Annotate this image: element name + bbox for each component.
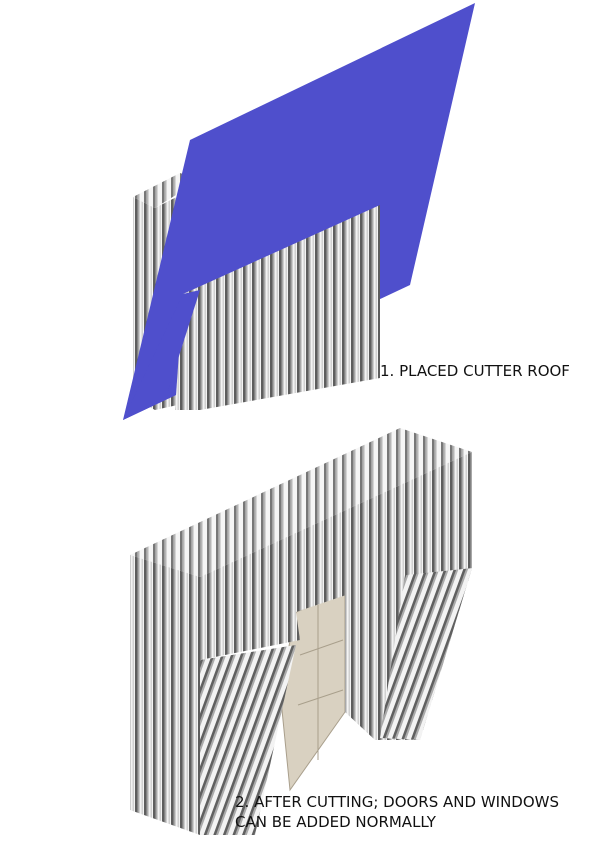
- left-column-cut-face: [200, 645, 296, 835]
- step2-label-line1: 2. AFTER CUTTING; DOORS AND WINDOWS: [235, 793, 560, 811]
- step2-label-line2: CAN BE ADDED NORMALLY: [235, 813, 436, 831]
- cutter-roof-plane-front: [123, 290, 200, 420]
- door-rail: [299, 639, 344, 656]
- left-end-face: [130, 555, 200, 835]
- left-column-front: [200, 577, 300, 660]
- right-column-cut-face: [380, 568, 472, 740]
- figure-after-cutting: [130, 428, 472, 835]
- right-column-side: [345, 580, 375, 740]
- figure-placed-cutter-roof: [123, 3, 475, 420]
- step1-label: 1. PLACED CUTTER ROOF: [380, 362, 570, 380]
- wall-front-face: [175, 205, 380, 410]
- top-face: [130, 428, 472, 577]
- door-rail: [297, 689, 344, 706]
